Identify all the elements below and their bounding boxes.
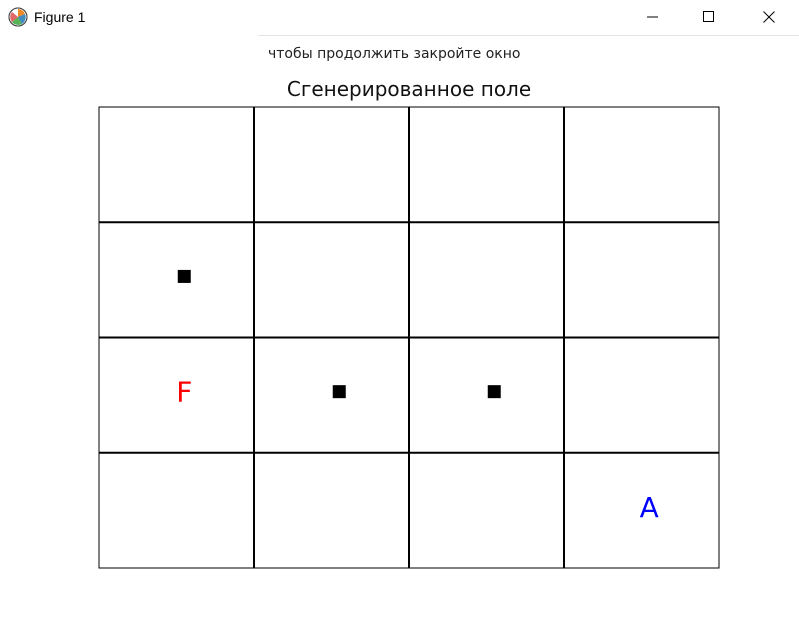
maximize-icon	[703, 11, 714, 22]
status-message: чтобы продолжить закройте окно	[268, 46, 521, 62]
figure-title: Сгенерированное поле	[287, 77, 531, 101]
figure-canvas: Сгенерированное поле FA	[98, 77, 720, 569]
maximize-button[interactable]	[686, 0, 732, 34]
toolbar-divider	[258, 35, 799, 36]
window-titlebar: Figure 1	[0, 0, 799, 34]
matplotlib-icon	[8, 7, 28, 27]
markers: FA	[176, 376, 659, 524]
minimize-icon	[647, 16, 658, 18]
window-title: Figure 1	[34, 9, 86, 25]
marker-a: A	[640, 491, 659, 524]
obstacle-marker	[177, 269, 191, 283]
minimize-button[interactable]	[630, 0, 676, 34]
close-button[interactable]	[746, 0, 792, 34]
obstacle-marker	[332, 385, 346, 399]
obstacle-marker	[487, 385, 501, 399]
close-icon	[763, 11, 775, 23]
grid	[98, 106, 720, 569]
marker-f: F	[176, 376, 192, 409]
obstacles	[177, 269, 501, 399]
